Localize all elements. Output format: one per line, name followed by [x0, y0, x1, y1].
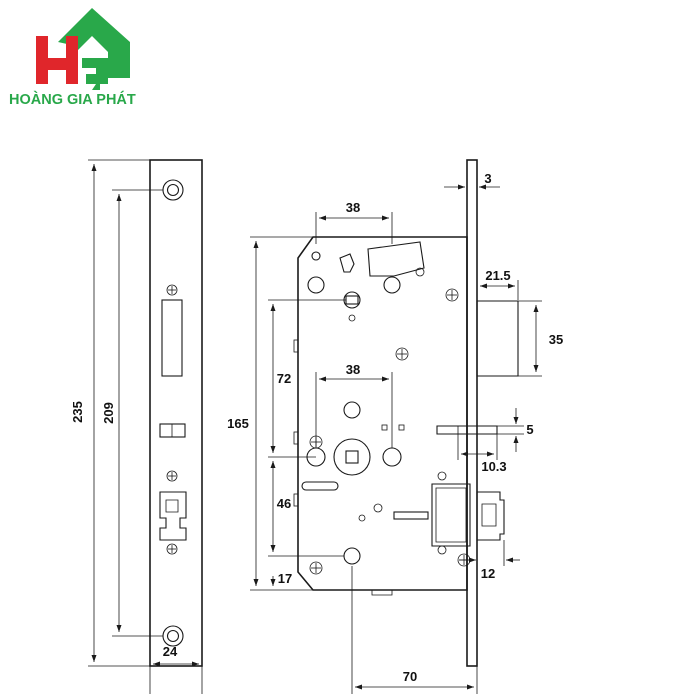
dim-label-5: 5	[526, 422, 533, 437]
dimension-24: 24	[149, 644, 203, 694]
brand-logo-mark	[36, 8, 130, 90]
dimension-46: 46	[268, 461, 344, 557]
body-screw-4	[309, 561, 323, 575]
dimension-17: 17	[270, 571, 292, 586]
dimension-165: 165	[227, 236, 313, 591]
faceplate-screw-1	[166, 284, 178, 296]
brand-logo: HOÀNG GIA PHÁT	[9, 8, 136, 108]
dimension-12: 12	[459, 540, 520, 581]
faceplate-front-view	[149, 159, 203, 667]
dim-label-72: 72	[277, 371, 291, 386]
dim-label-24: 24	[163, 644, 178, 659]
dim-label-17: 17	[278, 571, 292, 586]
dimension-3: 3	[444, 171, 500, 194]
body-screw-2	[395, 347, 409, 361]
dim-label-3: 3	[484, 171, 491, 186]
dim-label-38-top: 38	[346, 200, 360, 215]
dimension-35: 35	[518, 300, 563, 377]
dimension-21-5: 21.5	[480, 268, 519, 300]
faceplate-screw-3	[166, 543, 178, 555]
body-screw-1	[445, 288, 459, 302]
dim-label-10-3: 10.3	[481, 459, 506, 474]
dimension-209: 209	[101, 189, 163, 637]
faceplate-screw-2	[166, 470, 178, 482]
dimension-235: 235	[70, 159, 150, 667]
dim-label-38-middle: 38	[346, 362, 360, 377]
dim-label-46: 46	[277, 496, 291, 511]
dim-label-35: 35	[549, 332, 563, 347]
dim-label-70: 70	[403, 669, 417, 684]
lock-body-side-view	[293, 159, 519, 667]
dimension-38-middle: 38	[315, 362, 393, 448]
dimension-10-3: 10.3	[457, 434, 507, 474]
dim-label-12: 12	[481, 566, 495, 581]
dimension-5: 5	[497, 408, 534, 452]
dimension-38-top: 38	[315, 200, 393, 244]
dim-label-235: 235	[70, 401, 85, 423]
brand-name: HOÀNG GIA PHÁT	[9, 91, 136, 108]
dimension-70: 70	[351, 566, 478, 694]
dim-label-21-5: 21.5	[485, 268, 510, 283]
dim-label-165: 165	[227, 416, 249, 431]
dim-label-209: 209	[101, 402, 116, 424]
dimension-72: 72	[268, 299, 346, 458]
